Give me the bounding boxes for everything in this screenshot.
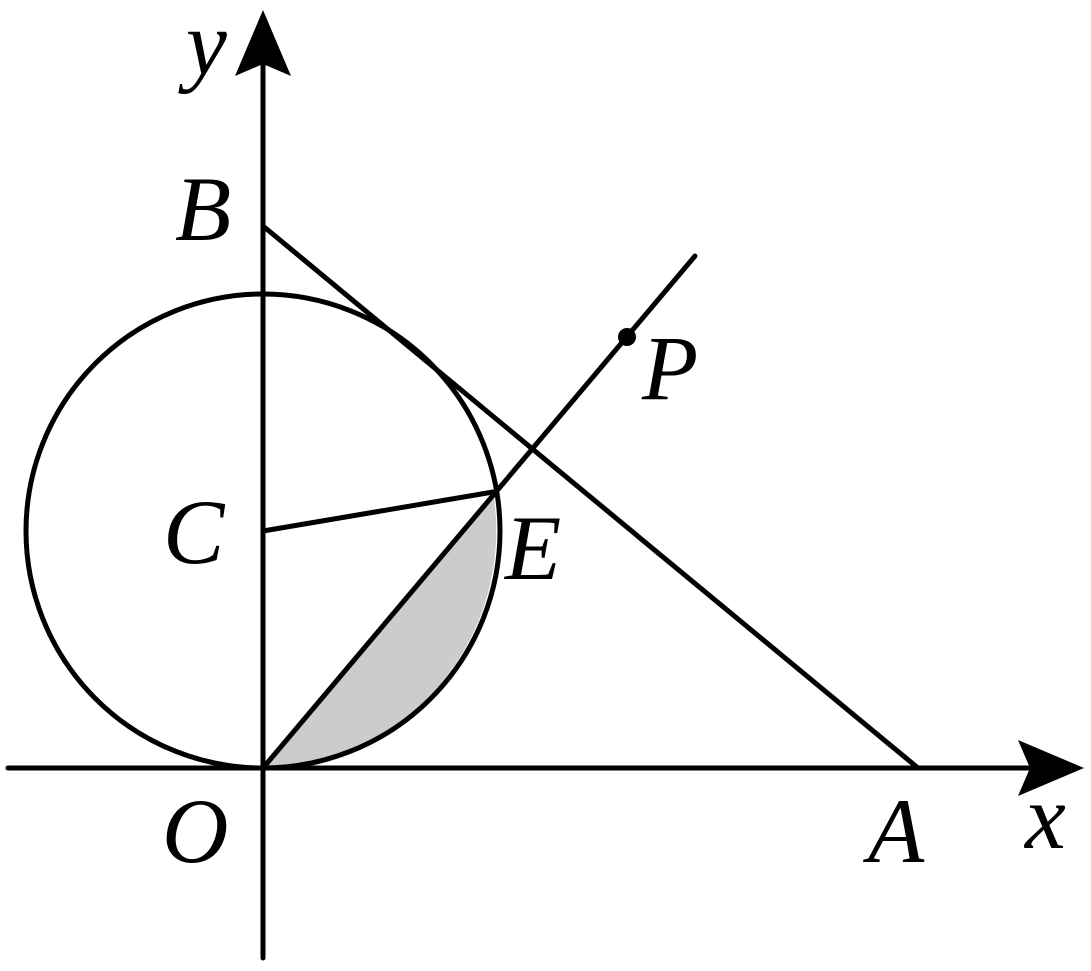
x-axis-label: x: [1023, 766, 1066, 868]
point-p-dot: [618, 328, 636, 346]
origin-label: O: [162, 780, 228, 882]
point-p-label: P: [641, 317, 698, 419]
x-axis-arrowhead: [1018, 740, 1084, 796]
point-c-label: C: [163, 481, 226, 583]
y-axis-arrowhead: [235, 10, 291, 76]
radius-ce: [260, 489, 496, 534]
point-a-label: A: [862, 780, 925, 882]
y-axis-label: y: [178, 0, 227, 94]
point-e-label: E: [503, 497, 561, 599]
segment-ab: [260, 223, 921, 771]
point-b-label: B: [175, 158, 231, 260]
